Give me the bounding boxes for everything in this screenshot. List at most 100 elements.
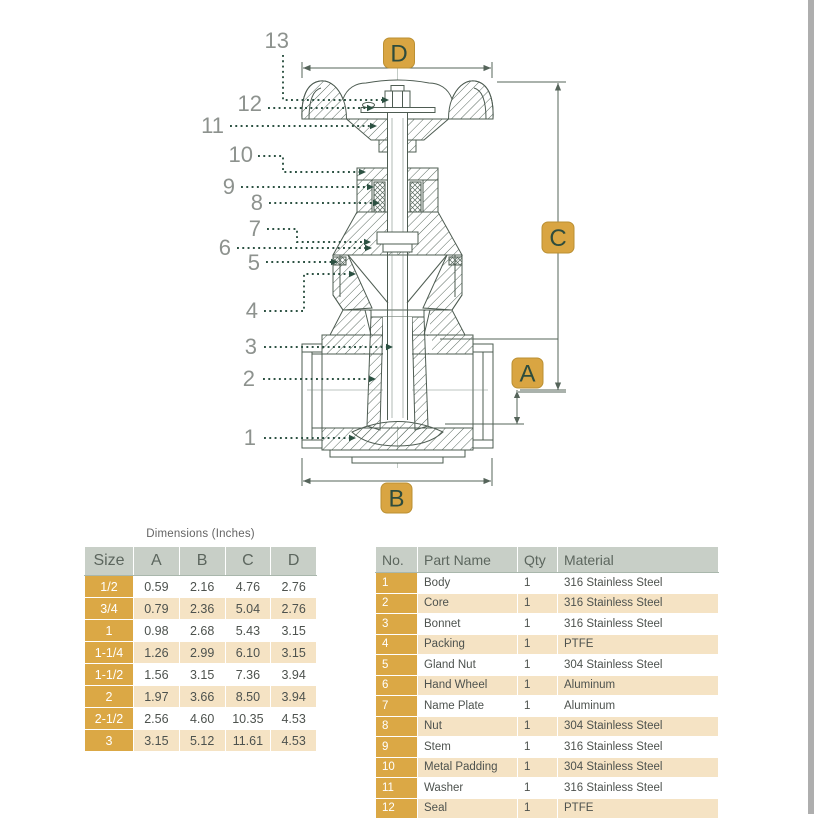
table-cell: 2.99	[178, 641, 226, 664]
table-cell: 316 Stainless Steel	[557, 777, 719, 799]
column-header: A	[133, 546, 180, 576]
callout-number-8: 8	[251, 190, 263, 215]
table-cell: Washer	[417, 777, 518, 799]
stem	[376, 108, 419, 420]
row-key-cell: 2	[375, 592, 418, 614]
table-cell: 0.98	[133, 619, 180, 642]
table-cell: 3.94	[270, 663, 317, 686]
row-key-cell: 11	[375, 777, 418, 799]
table-cell: 1	[517, 592, 558, 614]
row-key-cell: 1/2	[84, 575, 134, 598]
stem-nut	[384, 90, 411, 108]
dim-label-b: B	[380, 482, 413, 514]
callout-numbers: 13 12 11 10 9 8 7 6 5 4 3 2 1	[201, 28, 289, 450]
leader-10	[258, 155, 359, 173]
row-key-cell: 1-1/2	[84, 663, 134, 686]
callout-arrowheads	[331, 96, 393, 442]
seat-seal	[351, 421, 444, 447]
dim-letter-d: D	[390, 41, 407, 68]
left-port-thread	[301, 343, 313, 449]
table-cell: 1	[517, 633, 558, 655]
table-cell: 304 Stainless Steel	[557, 654, 719, 676]
table-cell: 1	[517, 736, 558, 758]
bonnet-gasket-right	[448, 256, 463, 266]
row-key-cell: 1	[375, 572, 418, 594]
table-cell: PTFE	[557, 633, 719, 655]
row-key-cell: 3/4	[84, 597, 134, 620]
table-cell: Name Plate	[417, 695, 518, 717]
table-cell: 7.36	[224, 663, 272, 686]
table-cell: 316 Stainless Steel	[557, 572, 719, 594]
table-cell: 0.59	[133, 575, 180, 598]
row-key-cell: 12	[375, 797, 418, 819]
table-cell: 1	[517, 695, 558, 717]
table-cell: 2.36	[178, 597, 226, 620]
table-cell: 4.53	[270, 729, 317, 752]
callout-number-4: 4	[246, 298, 258, 323]
table-cell: 1	[517, 613, 558, 635]
table-cell: 1	[517, 797, 558, 819]
dim-label-c: C	[541, 221, 575, 254]
table-cell: Aluminum	[557, 674, 719, 696]
table-cell: 10.35	[224, 707, 272, 730]
table-cell: 11.61	[224, 729, 272, 752]
row-key-cell: 2-1/2	[84, 707, 134, 730]
dim-letter-c: C	[549, 225, 566, 252]
table-cell: Core	[417, 592, 518, 614]
table-cell: PTFE	[557, 797, 719, 819]
gate-wedge	[366, 309, 429, 431]
dim-letter-b: B	[388, 486, 404, 513]
table-cell: Nut	[417, 715, 518, 737]
table-cell: Bonnet	[417, 613, 518, 635]
dim-label-a: A	[511, 357, 544, 389]
row-key-cell: 1	[84, 619, 134, 642]
table-cell: 6.10	[224, 641, 272, 664]
dimensions-table-title: Dimensions (Inches)	[146, 528, 255, 540]
table-cell: 5.04	[224, 597, 272, 620]
column-header: No.	[375, 546, 418, 573]
leader-4	[264, 273, 349, 312]
row-key-cell: 5	[375, 654, 418, 676]
table-cell: 2.68	[178, 619, 226, 642]
row-key-cell: 2	[84, 685, 134, 708]
table-cell: Aluminum	[557, 695, 719, 717]
table-cell: 1	[517, 756, 558, 778]
table-cell: 2.76	[270, 597, 317, 620]
callout-number-2: 2	[243, 366, 255, 391]
table-cell: 1.56	[133, 663, 180, 686]
table-cell: Body	[417, 572, 518, 594]
table-cell: 316 Stainless Steel	[557, 592, 719, 614]
scrollbar[interactable]	[808, 0, 814, 814]
dimension-labels: D C A B	[380, 37, 575, 514]
table-cell: 3.15	[133, 729, 180, 752]
table-cell: 0.79	[133, 597, 180, 620]
table-cell: Packing	[417, 633, 518, 655]
dim-label-d: D	[383, 37, 415, 69]
row-key-cell: 3	[84, 729, 134, 752]
table-cell: 3.15	[270, 641, 317, 664]
callout-number-12: 12	[238, 91, 262, 116]
column-header: Size	[84, 546, 134, 576]
row-key-cell: 7	[375, 695, 418, 717]
table-cell: Seal	[417, 797, 518, 819]
table-cell: 316 Stainless Steel	[557, 736, 719, 758]
callout-number-11: 11	[201, 113, 224, 138]
